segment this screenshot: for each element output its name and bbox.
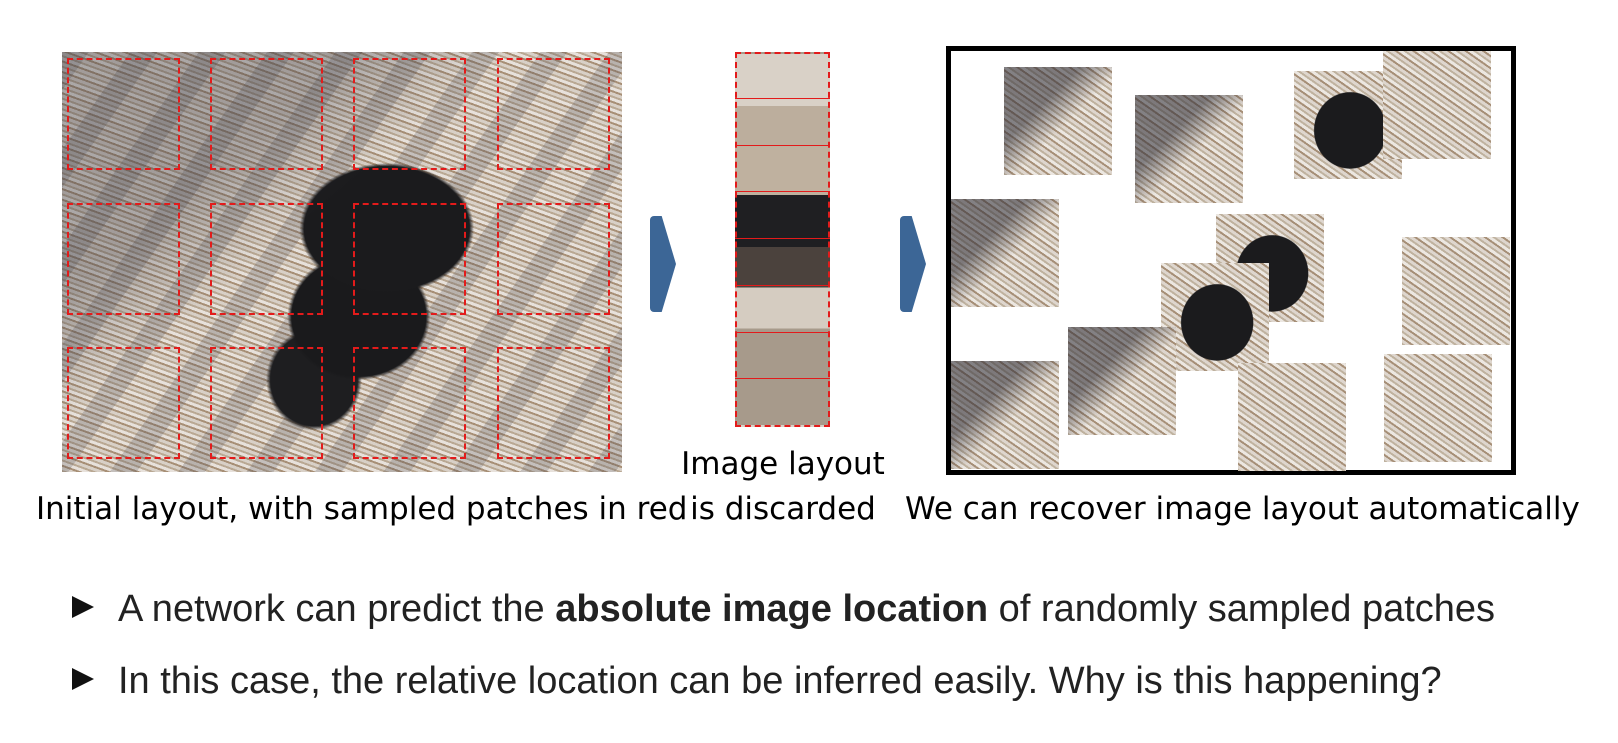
bullet-point-2: In this case, the relative location can …	[72, 660, 1442, 703]
sampled-patch-outline	[497, 347, 610, 459]
sampled-patch-outline	[210, 203, 323, 315]
bullet-2-text: In this case, the relative location can …	[118, 660, 1442, 702]
recovered-patch	[951, 361, 1059, 469]
triangle-bullet-icon	[72, 667, 94, 690]
bullet-point-1: A network can predict the absolute image…	[72, 588, 1495, 631]
strip-divider	[735, 285, 830, 286]
triangle-bullet-icon	[72, 595, 94, 618]
recovered-patch	[1004, 67, 1112, 175]
recovered-patch	[951, 199, 1059, 307]
caption-initial-layout: Initial layout, with sampled patches in …	[36, 491, 688, 527]
recovered-patch	[1402, 237, 1510, 345]
strip-divider	[735, 238, 830, 239]
bullet-1-bold: absolute image location	[555, 588, 989, 630]
sampled-patch-outline	[67, 203, 180, 315]
sampled-patch-outline	[210, 58, 323, 170]
caption-layout-discarded-line2: is discarded	[690, 491, 876, 527]
strip-divider	[735, 378, 830, 379]
strip-divider	[735, 145, 830, 146]
recovered-patch	[1384, 354, 1492, 462]
bullet-1-suffix: of randomly sampled patches	[988, 588, 1496, 630]
chevron-arrow-icon	[900, 216, 926, 312]
dog-photo-original	[62, 52, 622, 472]
chevron-arrow-icon	[650, 216, 676, 312]
caption-recover-layout: We can recover image layout automaticall…	[905, 491, 1580, 527]
sampled-patch-outline	[67, 347, 180, 459]
recovered-patch	[1161, 263, 1269, 371]
bullet-1-prefix: A network can predict the	[118, 588, 556, 630]
strip-divider	[735, 332, 830, 333]
recovered-patch	[1068, 327, 1176, 435]
sampled-patch-outline	[353, 347, 466, 459]
recovered-patch	[1383, 51, 1491, 159]
sampled-patch-outline	[210, 347, 323, 459]
recovered-patch	[1135, 95, 1243, 203]
strip-divider	[735, 98, 830, 99]
photo-shadow-overlay	[62, 52, 622, 472]
strip-divider	[735, 191, 830, 192]
recovered-patch	[1238, 363, 1346, 471]
sampled-patch-outline	[497, 203, 610, 315]
patch-strip	[735, 52, 830, 427]
sampled-patch-outline	[497, 58, 610, 170]
sampled-patch-outline	[353, 203, 466, 315]
caption-layout-discarded-line1: Image layout	[681, 446, 885, 482]
sampled-patch-outline	[353, 58, 466, 170]
recovered-layout-frame	[946, 46, 1516, 475]
sampled-patch-outline	[67, 58, 180, 170]
